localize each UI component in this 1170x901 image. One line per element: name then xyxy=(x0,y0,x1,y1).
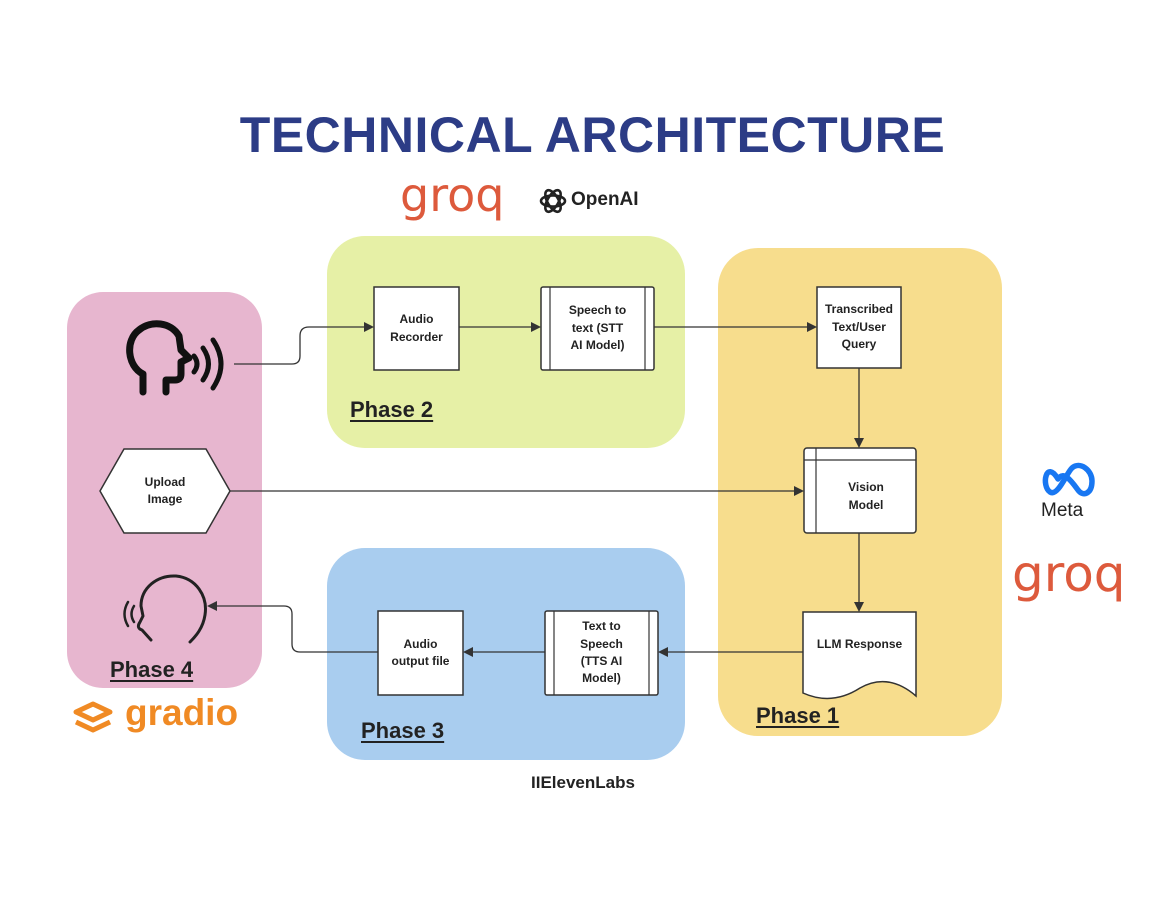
speech-to-text-box xyxy=(540,286,655,371)
phase-4-label: Phase 4 xyxy=(110,657,194,682)
gradio-logo-text: gradio xyxy=(125,692,239,733)
audio-output-file-label: Audio output file xyxy=(391,636,450,668)
gradio-icon xyxy=(73,701,113,733)
connector-output-to-listener xyxy=(207,601,378,653)
speech-to-text-label: Speech to text (STT AI Model) xyxy=(568,303,627,353)
groq-logo-right: groq xyxy=(1012,545,1126,603)
phase-2-label: Phase 2 xyxy=(350,397,434,422)
diagram-title: TECHNICAL ARCHITECTURE xyxy=(239,107,946,163)
groq-logo-top: groq xyxy=(400,168,505,222)
llm-response-document xyxy=(802,611,917,700)
elevenlabs-logo: IIElevenLabs xyxy=(531,773,635,792)
listening-head-icon xyxy=(123,574,207,644)
text-to-speech-label: Text to Speech (TTS AI Model) xyxy=(580,619,623,686)
vision-model-label: Vision Model xyxy=(848,480,884,512)
phase-3-label: Phase 3 xyxy=(361,718,445,743)
phase-1-label: Phase 1 xyxy=(756,703,840,728)
upload-image-label: Upload Image xyxy=(144,474,186,506)
transcribed-text-label: Transcribed Text/User Query xyxy=(824,302,894,352)
transcribed-text-box xyxy=(816,286,902,369)
openai-logo-text: OpenAI xyxy=(571,189,639,210)
speaking-head-icon xyxy=(126,320,224,396)
openai-icon xyxy=(539,188,567,214)
meta-icon xyxy=(1042,462,1095,497)
audio-recorder-label: Audio Recorder xyxy=(390,312,443,344)
meta-logo-text: Meta xyxy=(1041,500,1084,521)
vision-model-box xyxy=(803,447,917,534)
llm-response-label: LLM Response xyxy=(816,636,903,651)
audio-recorder-box xyxy=(373,286,460,371)
connector-speaker-to-recorder xyxy=(234,322,374,365)
